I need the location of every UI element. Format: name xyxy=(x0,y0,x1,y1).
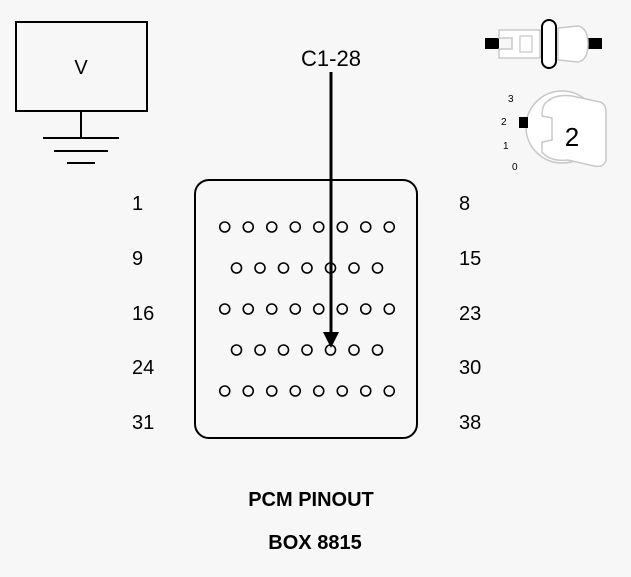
ignition-position-0: 0 xyxy=(512,162,518,173)
connector-key-icon xyxy=(485,19,602,69)
row-5-start-label: 31 xyxy=(132,412,154,434)
row-labels-left: 1 9 16 24 31 xyxy=(132,193,154,434)
connector-pins xyxy=(218,221,396,397)
pin-6 xyxy=(336,221,349,233)
probe-arrow xyxy=(323,72,339,348)
row-3-start-label: 16 xyxy=(132,303,154,325)
row-1-start-label: 1 xyxy=(132,193,143,215)
ignition-key-icon: 3 2 1 0 2 xyxy=(501,90,607,173)
pin-19 xyxy=(289,303,302,315)
pin-4 xyxy=(289,221,302,233)
pin-16 xyxy=(218,303,231,315)
pin-37 xyxy=(359,385,372,397)
pin-21 xyxy=(336,303,349,315)
pin-31 xyxy=(218,385,231,397)
pin-29 xyxy=(348,344,360,356)
pin-15 xyxy=(371,262,384,274)
row-1-end-label: 8 xyxy=(459,193,470,215)
pin-18 xyxy=(265,303,278,315)
diagram-subtitle: BOX 8815 xyxy=(268,532,361,554)
voltmeter: V xyxy=(15,21,148,164)
pin-35 xyxy=(312,385,325,397)
pin-1 xyxy=(218,221,231,233)
pin-7 xyxy=(359,221,372,233)
pin-32 xyxy=(242,385,255,397)
pin-5 xyxy=(312,221,325,233)
pin-10 xyxy=(254,262,266,274)
pin-36 xyxy=(336,385,349,397)
pcm-connector xyxy=(194,179,418,439)
ignition-selected-position: 2 xyxy=(565,122,579,152)
pin-8 xyxy=(383,221,396,233)
pin-20 xyxy=(312,303,325,315)
pin-9 xyxy=(230,262,243,274)
pin-11 xyxy=(277,262,290,274)
pin-34 xyxy=(289,385,302,397)
pin-24 xyxy=(230,344,243,356)
pin-3 xyxy=(265,221,278,233)
diagram-title: PCM PINOUT xyxy=(248,489,374,511)
pin-2 xyxy=(242,221,255,233)
probe-label: C1-28 xyxy=(301,46,361,71)
connector-body xyxy=(194,179,418,439)
row-4-end-label: 30 xyxy=(459,357,481,379)
voltmeter-symbol: V xyxy=(74,57,88,79)
row-2-end-label: 15 xyxy=(459,248,481,270)
ignition-position-1: 1 xyxy=(503,141,509,152)
pin-12 xyxy=(301,262,313,274)
ignition-position-2: 2 xyxy=(501,117,507,128)
pin-14 xyxy=(348,262,360,274)
pin-23 xyxy=(383,303,396,315)
pin-28 xyxy=(324,344,337,356)
pin-30 xyxy=(371,344,384,356)
row-3-end-label: 23 xyxy=(459,303,481,325)
ground-icon xyxy=(43,111,119,164)
row-labels-right: 8 15 23 30 38 xyxy=(459,193,481,434)
pin-27 xyxy=(301,344,313,356)
pin-33 xyxy=(265,385,278,397)
pin-17 xyxy=(242,303,255,315)
pin-13 xyxy=(324,262,337,274)
pin-22 xyxy=(359,303,372,315)
ignition-position-3: 3 xyxy=(508,94,514,105)
pin-25 xyxy=(254,344,266,356)
pin-38 xyxy=(383,385,396,397)
pin-26 xyxy=(277,344,290,356)
row-5-end-label: 38 xyxy=(459,412,481,434)
row-2-start-label: 9 xyxy=(132,248,143,270)
row-4-start-label: 24 xyxy=(132,357,154,379)
